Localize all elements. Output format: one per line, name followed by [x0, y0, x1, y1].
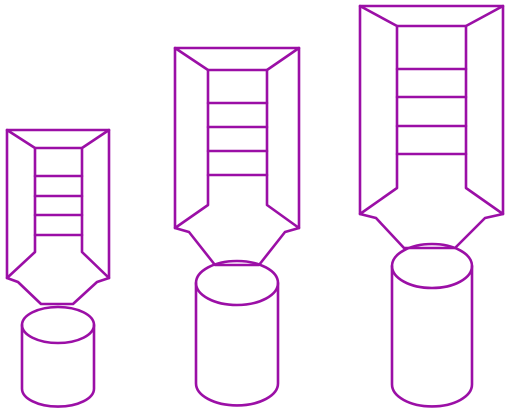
medium-terminal — [175, 48, 299, 405]
barrel-body — [196, 283, 278, 405]
barrel-top-ellipse — [196, 261, 278, 305]
terminal-outer-body — [7, 130, 109, 304]
terminal-inner-left — [175, 48, 208, 228]
barrel-top-ellipse — [22, 307, 94, 343]
small-terminal — [7, 130, 109, 407]
terminal-inner-right — [466, 6, 503, 214]
terminal-outer-body — [175, 48, 299, 265]
barrel-top-ellipse — [392, 244, 472, 288]
large-terminal — [360, 6, 503, 406]
terminal-inner-right — [267, 48, 299, 228]
terminal-inner-left — [7, 130, 35, 278]
terminal-inner-right — [82, 130, 109, 278]
terminal-inner-left — [360, 6, 397, 214]
